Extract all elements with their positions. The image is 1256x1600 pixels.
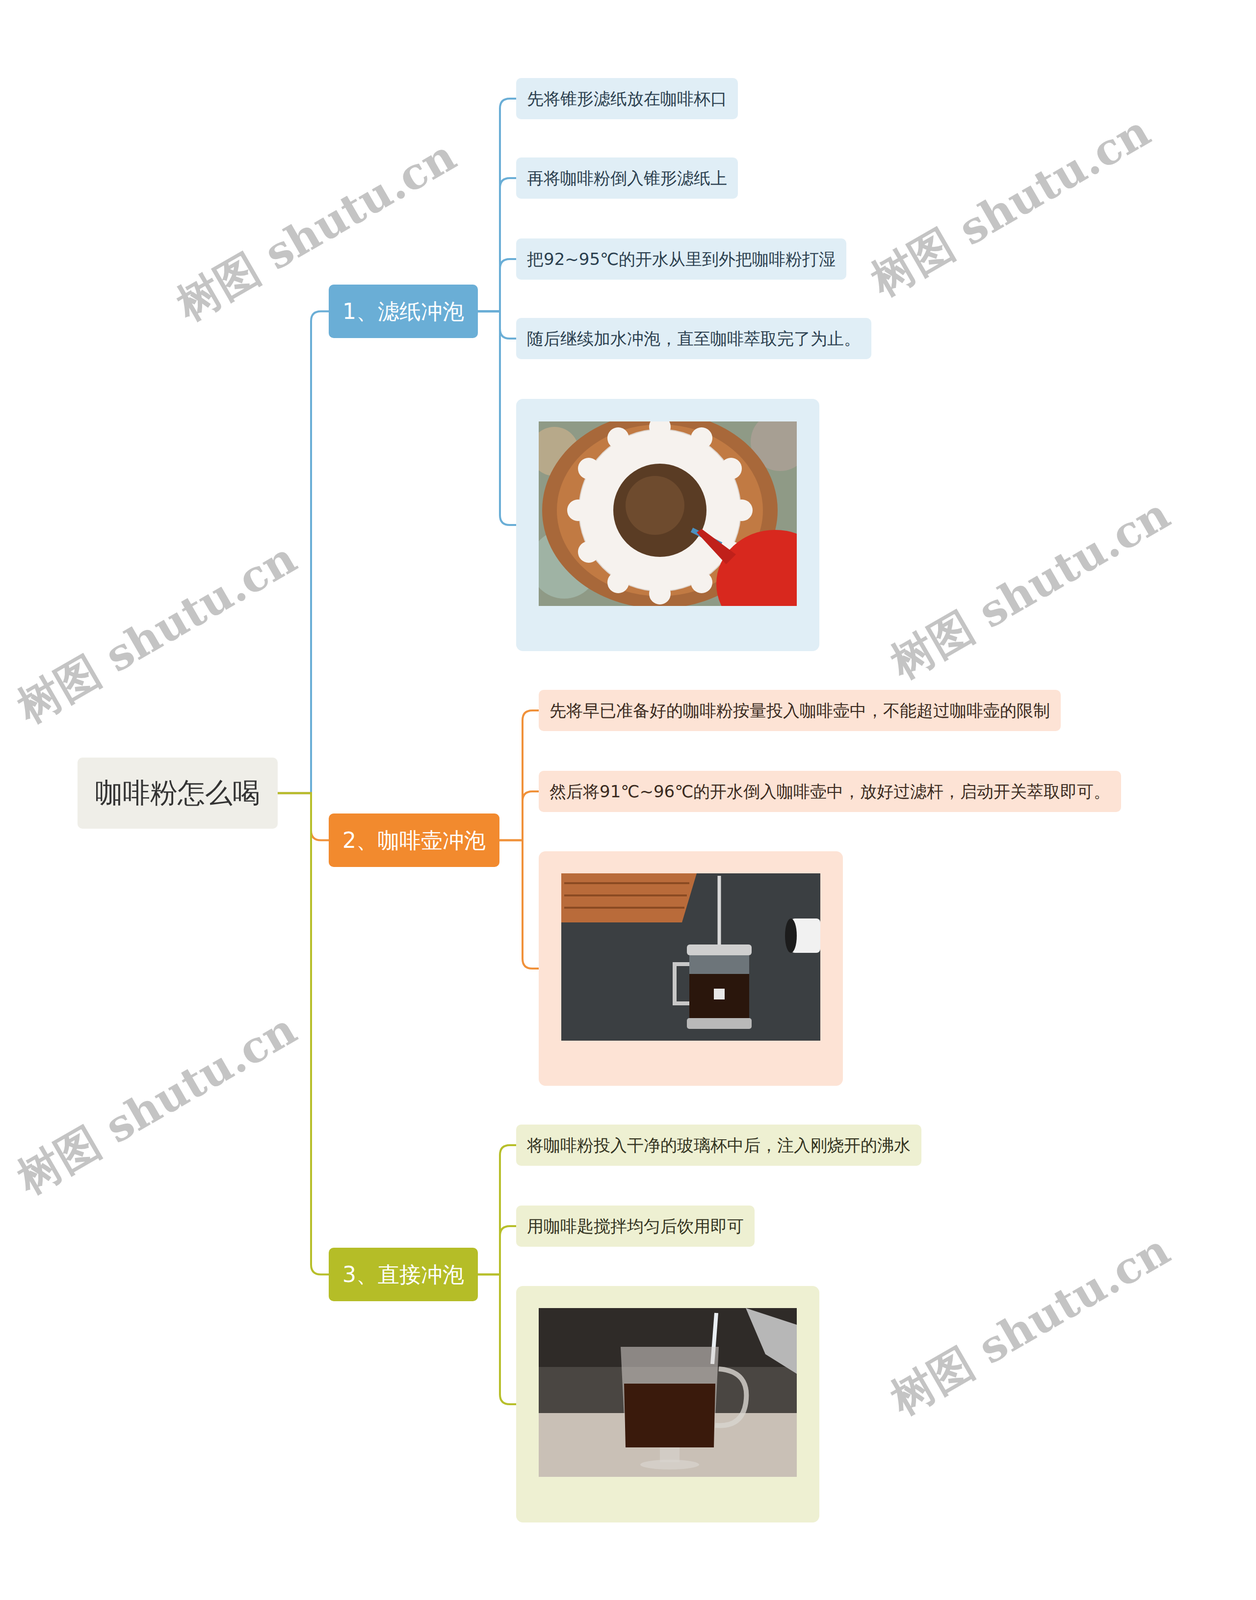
topic-text: 随后继续加水冲泡，直至咖啡萃取完了为止。: [526, 327, 861, 350]
watermark: 树图 shutu.cn: [880, 1221, 1180, 1429]
branch-connector: [477, 311, 517, 340]
watermark: 树图 shutu.cn: [6, 529, 307, 737]
topic-text: 1、滤纸冲泡: [342, 297, 465, 326]
leaf-topic: 然后将91℃~96℃的开水倒入咖啡壶中，放好过滤杆，启动开关萃取即可。: [538, 770, 1122, 812]
topic-text: 2、咖啡壶冲泡: [342, 826, 486, 855]
branch-connector: [477, 178, 517, 312]
leaf-topic: 再将咖啡粉倒入锥形滤纸上: [516, 157, 738, 199]
image-panel: [516, 1285, 820, 1523]
leaf-topic: 用咖啡匙搅拌均匀后饮用即可: [516, 1205, 755, 1247]
branch-connector: [477, 259, 517, 312]
watermark: 树图 shutu.cn: [860, 102, 1161, 310]
mug-photo: [538, 1308, 797, 1477]
branch-topic: 3、直接冲泡: [328, 1247, 478, 1302]
topic-text: 先将锥形滤纸放在咖啡杯口: [526, 87, 728, 110]
watermark: 树图 shutu.cn: [880, 485, 1180, 693]
branch-connector: [477, 1145, 517, 1275]
topic-text: 把92~95℃的开水从里到外把咖啡粉打湿: [526, 248, 836, 270]
watermark: 树图 shutu.cn: [6, 1000, 307, 1208]
branch-connector: [499, 791, 539, 841]
filter-photo: [529, 412, 835, 638]
image-connector: [499, 1274, 517, 1405]
image-connector: [522, 840, 539, 969]
leaf-topic: 将咖啡粉投入干净的玻璃杯中后，注入刚烧开的沸水: [516, 1124, 922, 1166]
topic-text: 再将咖啡粉倒入锥形滤纸上: [526, 167, 728, 189]
leaf-topic: 先将锥形滤纸放在咖啡杯口: [516, 78, 738, 120]
branch-connector: [477, 1226, 517, 1275]
topic-text: 将咖啡粉投入干净的玻璃杯中后，注入刚烧开的沸水: [526, 1134, 911, 1156]
branch-connector: [277, 792, 329, 840]
topic-text: 咖啡粉怎么喝: [95, 775, 261, 812]
branch-topic: 2、咖啡壶冲泡: [328, 813, 500, 867]
leaf-topic: 先将早已准备好的咖啡粉按量投入咖啡壶中，不能超过咖啡壶的限制: [538, 689, 1061, 732]
topic-text: 用咖啡匙搅拌均匀后饮用即可: [526, 1215, 744, 1237]
press-photo: [561, 873, 821, 1041]
image-panel: [516, 398, 820, 652]
branch-topic: 1、滤纸冲泡: [328, 284, 478, 339]
image-connector: [499, 314, 517, 525]
branch-connector: [499, 710, 539, 841]
branch-connector: [477, 98, 517, 312]
topic-text: 3、直接冲泡: [342, 1260, 465, 1289]
topic-text: 然后将91℃~96℃的开水倒入咖啡壶中，放好过滤杆，启动开关萃取即可。: [549, 780, 1111, 803]
leaf-topic: 把92~95℃的开水从里到外把咖啡粉打湿: [516, 238, 847, 280]
image-panel: [538, 851, 843, 1086]
root-topic: 咖啡粉怎么喝: [77, 757, 278, 829]
leaf-topic: 随后继续加水冲泡，直至咖啡萃取完了为止。: [516, 317, 872, 360]
topic-text: 先将早已准备好的咖啡粉按量投入咖啡壶中，不能超过咖啡壶的限制: [549, 699, 1050, 722]
